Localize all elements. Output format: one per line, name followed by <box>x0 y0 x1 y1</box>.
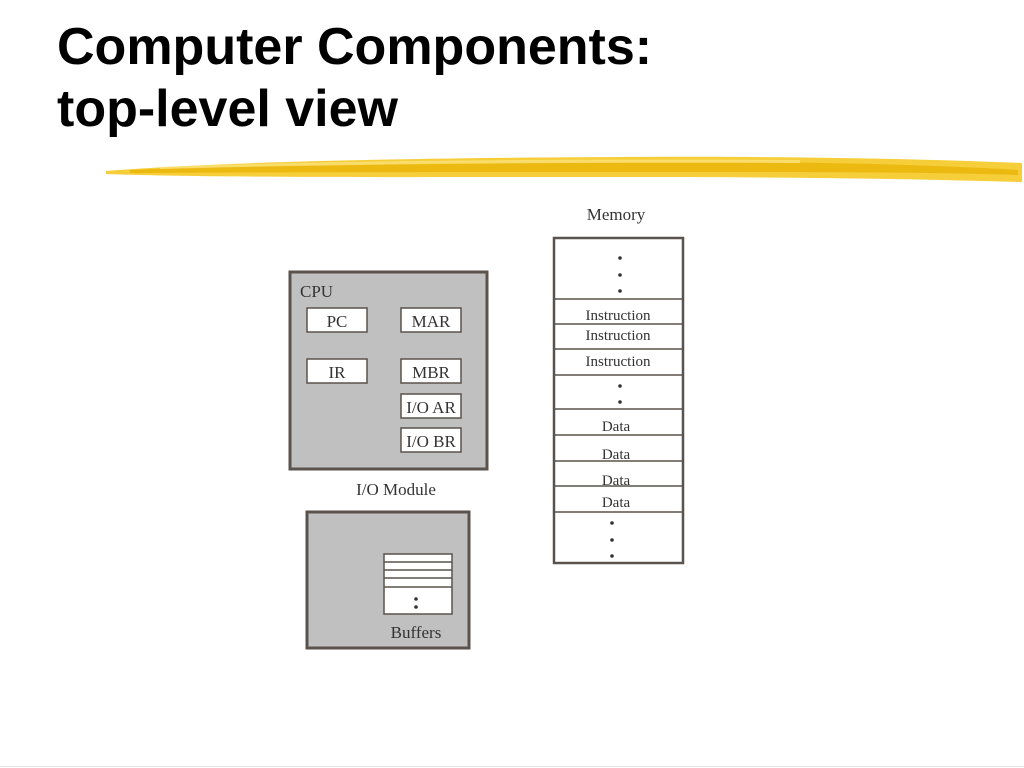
register-io-br-label: I/O BR <box>406 432 456 451</box>
title-line-2: top-level view <box>57 80 398 138</box>
cpu-label: CPU <box>300 282 333 301</box>
title-line-1: Computer Components: <box>57 18 653 76</box>
register-mar: MAR <box>400 307 462 333</box>
memory-label: Memory <box>587 205 646 224</box>
memory-data-3: Data <box>602 473 631 489</box>
memory-data-4: Data <box>602 495 631 511</box>
cpu-block: CPU PC MAR IR MBR I/O AR <box>288 270 489 471</box>
register-pc-label: PC <box>327 312 348 331</box>
register-io-ar-label: I/O AR <box>406 398 456 417</box>
bottom-divider <box>0 766 1024 767</box>
slide-title: Computer Components: top-level view <box>57 16 652 140</box>
buffers-stack <box>383 553 453 615</box>
register-io-br: I/O BR <box>400 427 462 453</box>
register-mar-label: MAR <box>412 312 451 331</box>
register-mbr-label: MBR <box>412 363 450 382</box>
register-io-ar: I/O AR <box>400 393 462 419</box>
highlighter-stroke <box>106 156 1022 182</box>
buffers-label: Buffers <box>391 623 442 642</box>
register-pc: PC <box>306 307 368 333</box>
memory-data-1: Data <box>602 419 631 435</box>
register-mbr: MBR <box>400 358 462 384</box>
register-ir: IR <box>306 358 368 384</box>
memory-instruction-2: Instruction <box>586 328 651 344</box>
io-module-block: Buffers <box>305 510 471 650</box>
memory-data-2: Data <box>602 447 631 463</box>
memory-instruction-1: Instruction <box>586 308 651 324</box>
register-ir-label: IR <box>329 363 347 382</box>
memory-instruction-3: Instruction <box>586 354 651 370</box>
memory-block: Instruction Instruction Instruction Data… <box>552 236 685 565</box>
io-module-label: I/O Module <box>356 480 436 499</box>
